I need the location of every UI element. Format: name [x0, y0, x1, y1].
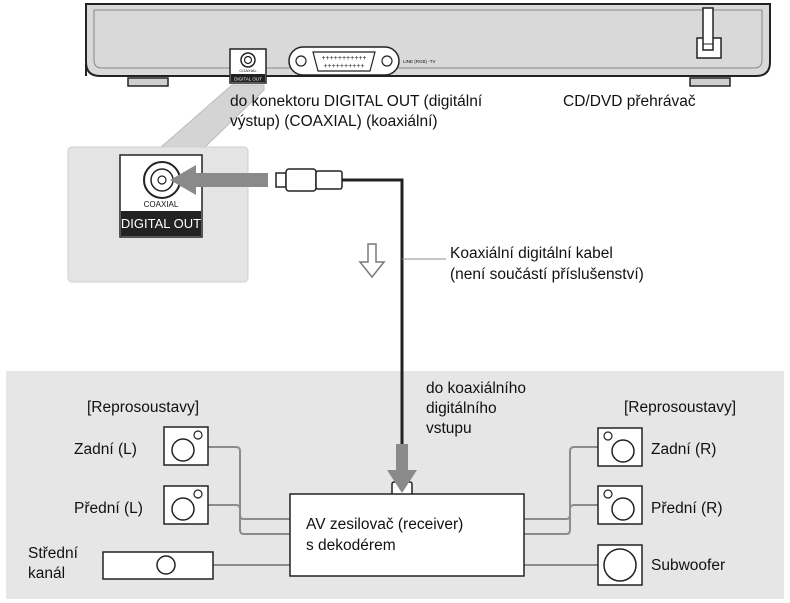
- player-coaxial-port: COAXIAL DIGITAL OUT: [229, 48, 267, 84]
- left-speakers-header: [Reprosoustavy]: [87, 399, 199, 416]
- subwoofer-speaker: [597, 544, 643, 586]
- front-right-speaker: [597, 485, 643, 525]
- speaker-wires: [208, 446, 598, 566]
- player-port-label-bottom: DIGITAL OUT: [234, 77, 262, 82]
- input-label-line3: vstupu: [426, 420, 472, 437]
- connector-label-line1: do konektoru DIGITAL OUT (digitální: [230, 93, 483, 110]
- scart-label: LINE (RGB) -TV: [403, 59, 436, 64]
- input-label-line2: digitálního: [426, 400, 497, 417]
- cable-label-line2: (není součástí příslušenství): [450, 266, 644, 283]
- connect-arrow: [170, 165, 268, 195]
- cable-label-line1: Koaxiální digitální kabel: [450, 245, 613, 262]
- receiver-label-line2: s dekodérem: [306, 537, 396, 554]
- center-label-line1: Střední: [28, 545, 79, 562]
- scart-connector: +++++++++++ ++++++++++ LINE (RGB) -TV: [288, 46, 436, 76]
- rear-right-speaker: [597, 427, 643, 467]
- receiver-label-line1: AV zesilovač (receiver): [306, 516, 463, 533]
- rear-right-label: Zadní (R): [651, 441, 716, 458]
- power-connector: [696, 7, 722, 59]
- signal-direction-arrow: [358, 243, 386, 279]
- zoom-port-label-top: COAXIAL: [144, 200, 179, 209]
- player-label: CD/DVD přehrávač: [563, 93, 696, 110]
- zoom-box: COAXIAL DIGITAL OUT: [67, 146, 249, 283]
- subwoofer-label: Subwoofer: [651, 557, 725, 574]
- player-port-label-top: COAXIAL: [239, 68, 257, 73]
- av-receiver-box: [289, 493, 525, 577]
- connector-label-line2: výstup) (COAXIAL) (koaxiální): [230, 113, 438, 130]
- center-label-line2: kanál: [28, 565, 65, 582]
- svg-text:+++++++++++: +++++++++++: [322, 55, 367, 62]
- right-speakers-header: [Reprosoustavy]: [624, 399, 736, 416]
- input-arrow: [387, 444, 417, 493]
- front-left-label: Přední (L): [74, 500, 143, 517]
- rear-left-label: Zadní (L): [74, 441, 137, 458]
- front-left-speaker: [163, 485, 209, 525]
- zoom-port-label-bottom: DIGITAL OUT: [121, 216, 201, 231]
- svg-text:++++++++++: ++++++++++: [324, 63, 365, 70]
- input-label-line1: do koaxiálního: [426, 380, 526, 397]
- rear-left-speaker: [163, 426, 209, 466]
- zoom-callout: [158, 84, 265, 149]
- dvd-player-rear-panel: [85, 3, 771, 87]
- center-speaker: [102, 551, 214, 580]
- front-right-label: Přední (R): [651, 500, 723, 517]
